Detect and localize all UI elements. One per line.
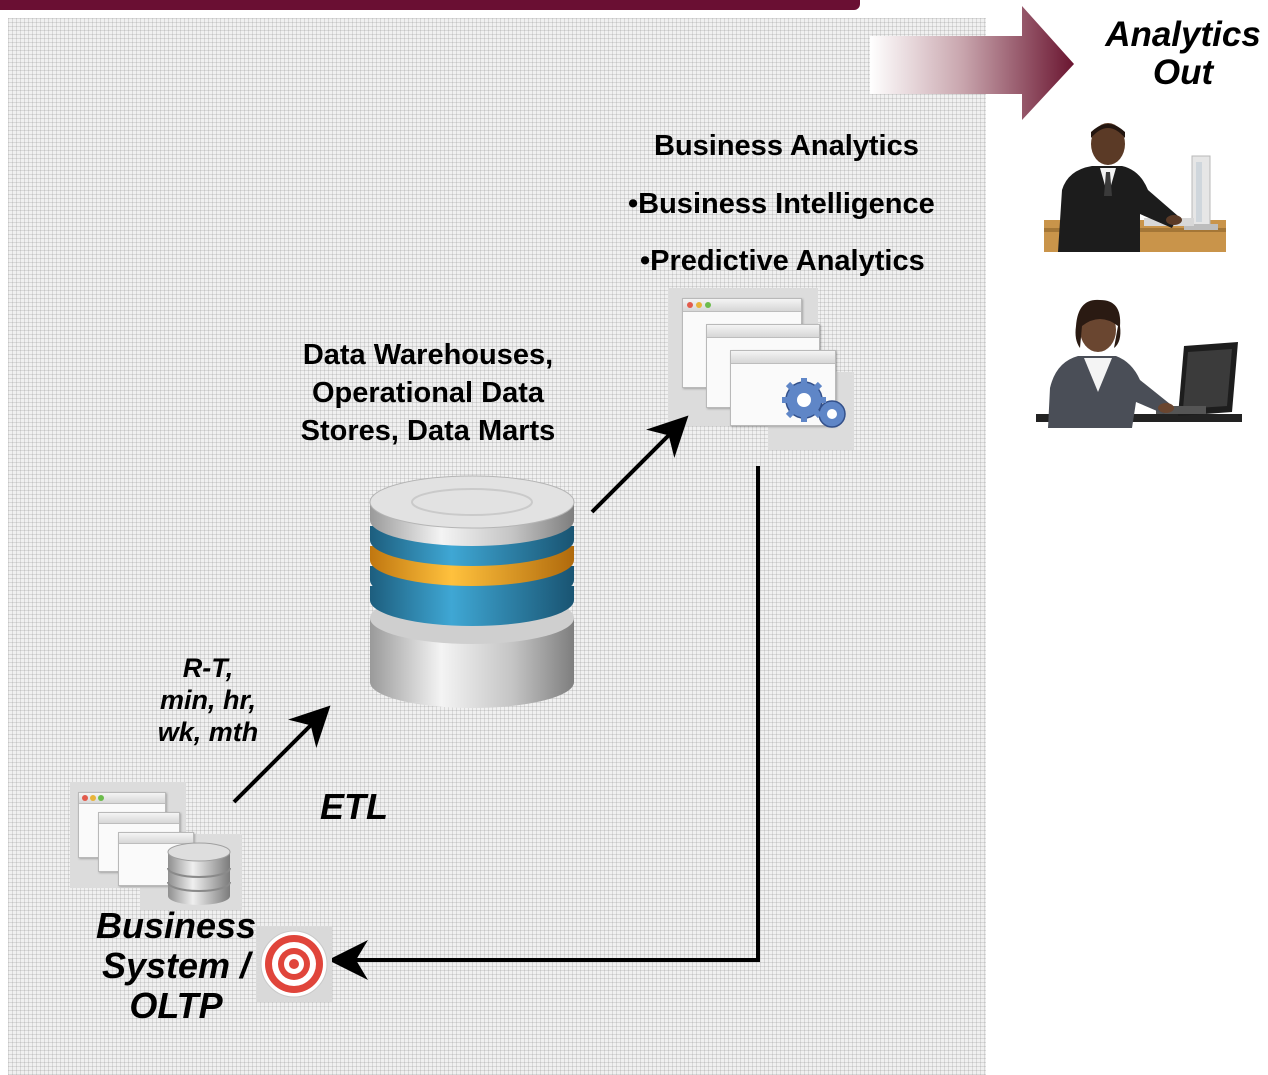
business-system-line1: Business: [95, 905, 257, 946]
warehouse-line1: Data Warehouses,: [302, 339, 554, 371]
warehouse-line3: Stores, Data Marts: [300, 415, 556, 447]
analytics-out-line1: Analytics: [1105, 15, 1261, 54]
warehouse-line2: Operational Data: [311, 377, 545, 409]
analytics-out-arrow: [870, 6, 1074, 120]
frequency-line3: wk, mth: [157, 717, 259, 747]
target-icon: [256, 926, 332, 1002]
frequency-line1: R-T,: [182, 653, 234, 683]
etl-label: ETL: [320, 786, 388, 827]
app-windows-database-icon: [70, 782, 242, 910]
app-windows-gears-icon: [668, 288, 854, 450]
business-analytics-heading: Business Analytics: [654, 130, 919, 162]
arrow-analytics-to-oltp: [328, 466, 760, 980]
arrow-warehouse-to-analytics: [590, 415, 689, 514]
analytics-out-line2: Out: [1152, 53, 1214, 92]
database-cylinder-icon: [369, 475, 575, 708]
bullet-predictive-analytics: •Predictive Analytics: [640, 245, 925, 277]
bullet-business-intelligence: •Business Intelligence: [628, 188, 935, 220]
business-system-line2: System /: [101, 945, 251, 986]
businesswoman-at-computer: [1036, 299, 1242, 428]
arrow-oltp-to-warehouse: [232, 705, 331, 804]
frequency-line2: min, hr,: [159, 685, 257, 715]
title-banner-fragment: [0, 0, 860, 10]
business-system-line3: OLTP: [129, 985, 223, 1026]
businessman-at-computer: [1044, 123, 1226, 252]
